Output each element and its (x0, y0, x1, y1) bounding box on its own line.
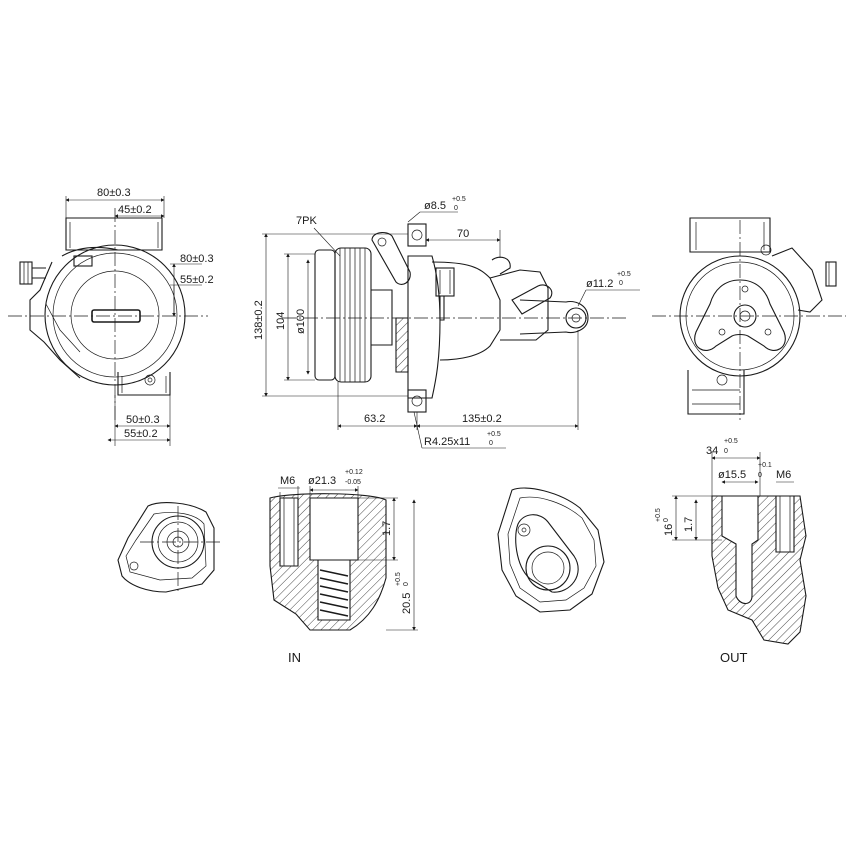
port-out-top-view (497, 487, 605, 613)
dim-front-bottom-b: 55±0.2 (124, 428, 158, 440)
tol-up: +0.1 (758, 462, 772, 469)
dim-side-bottom-right: 135±0.2 (462, 413, 502, 425)
tol-low: 0 (758, 472, 762, 479)
dim-hole-dia: ø8.5 (424, 200, 446, 212)
dim-side-height: 138±0.2 (253, 300, 265, 340)
tol-low: -0.05 (345, 479, 361, 486)
port-in-length: 20.5 (401, 593, 413, 614)
tol-low: 0 (454, 205, 458, 212)
dim-side-bottom-left: 63.2 (364, 413, 385, 425)
dim-side-top: 70 (457, 228, 469, 240)
tol-up: +0.5 (395, 572, 402, 586)
dim-front-right-a: 80±0.3 (180, 253, 214, 265)
port-in-section: M6 ø21.3 +0.12 -0.05 1.7 20.5 +0.5 0 IN (269, 469, 418, 665)
side-view: 7PK ø8.5 +0.5 0 70 ø11.2 +0.5 0 138±0.2 … (253, 196, 640, 449)
port-out-depth: 16 (663, 524, 675, 536)
dim-right-hole: ø11.2 (586, 278, 613, 290)
tol-up: +0.5 (452, 196, 466, 203)
tol-low: 0 (663, 518, 670, 522)
port-in-label: IN (288, 650, 301, 665)
front-view: 80±0.3 45±0.2 80±0.3 55±0.2 50±0.3 55±0.… (8, 187, 214, 446)
port-in-bore: ø21.3 (308, 475, 336, 487)
port-out-label: OUT (720, 650, 748, 665)
dim-side-inner: 104 (275, 312, 287, 330)
port-out-step: 1.7 (683, 517, 695, 532)
tol-low: 0 (619, 280, 623, 287)
tol-up: +0.5 (655, 508, 662, 522)
tol-up: +0.5 (724, 438, 738, 445)
tol-low: 0 (724, 448, 728, 455)
tol-low: 0 (403, 582, 410, 586)
tol-up: +0.5 (487, 431, 501, 438)
label-belt: 7PK (296, 215, 317, 227)
port-out-bore: ø15.5 (718, 469, 746, 481)
port-out-section: 34 +0.5 0 ø15.5 +0.1 0 M6 16 +0.5 0 1.7 … (655, 438, 807, 665)
dim-pulley: ø100 (295, 309, 307, 334)
port-in-top-view (117, 502, 220, 594)
port-out-width: 34 (706, 445, 718, 457)
tol-up: +0.5 (617, 271, 631, 278)
dim-front-right-b: 55±0.2 (180, 274, 214, 286)
dim-front-width: 80±0.3 (97, 187, 131, 199)
tol-up: +0.12 (345, 469, 363, 476)
port-out-thread: M6 (776, 469, 791, 481)
port-in-thread: M6 (280, 475, 295, 487)
port-in-depth: 1.7 (381, 521, 393, 536)
dim-front-half: 45±0.2 (118, 204, 152, 216)
dim-front-bottom-a: 50±0.3 (126, 414, 160, 426)
rear-view (652, 217, 846, 420)
dim-radius: R4.25x11 (424, 436, 470, 448)
tol-low: 0 (489, 440, 493, 447)
